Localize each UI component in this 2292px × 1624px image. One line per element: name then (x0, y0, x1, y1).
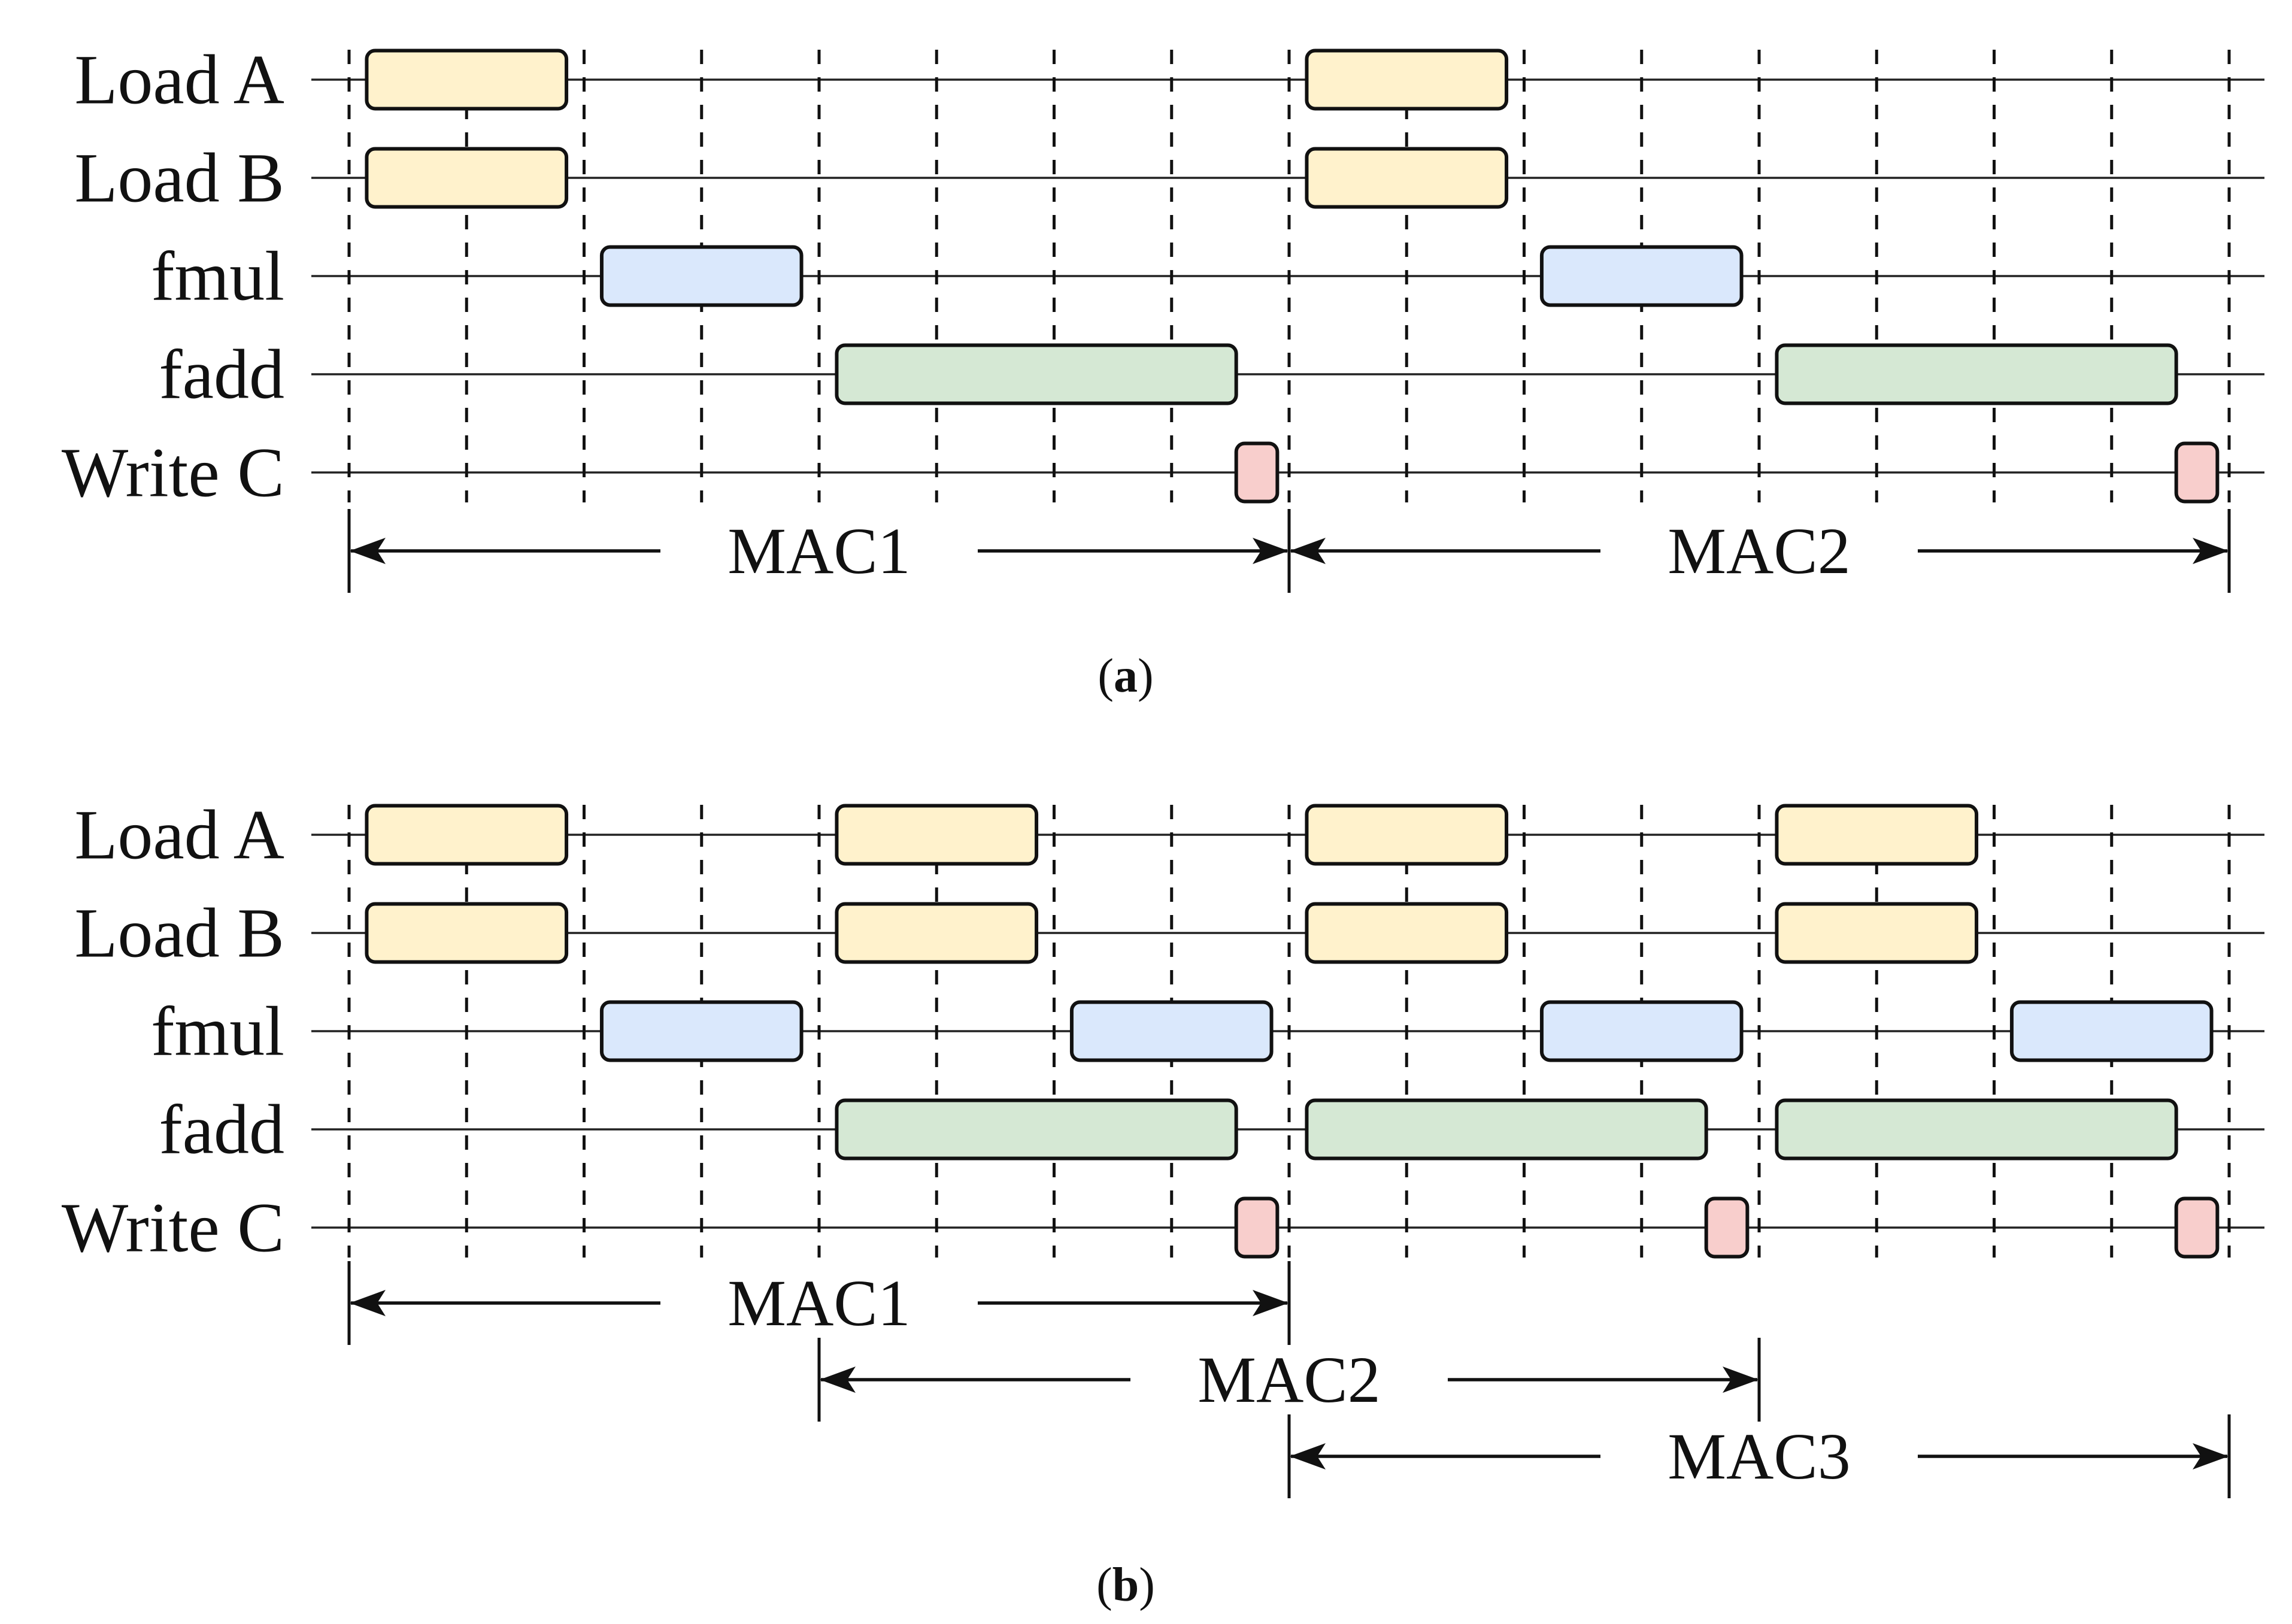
fadd-task-box (1305, 1098, 1708, 1161)
load-task-box (1305, 147, 1509, 209)
write-task-box (1704, 1196, 1750, 1259)
fmul-task-box (1539, 1000, 1744, 1062)
write-task-box (1234, 1196, 1280, 1259)
caption-close-paren: ) (1138, 650, 1154, 702)
load-task-box (365, 147, 569, 209)
load-task-box (1775, 804, 1979, 866)
caption-close-paren: ) (1139, 1559, 1155, 1611)
fmul-task-box (599, 245, 804, 307)
span-mac3: MAC3 (1287, 1414, 2231, 1498)
row-label: Write C (62, 1189, 284, 1267)
load-task-box (365, 49, 569, 111)
span-mac1: MAC1 (347, 1261, 1291, 1345)
fadd-task-box (1775, 343, 2178, 405)
load-task-box (835, 804, 1039, 866)
panel-caption: (b) (1096, 1559, 1155, 1611)
load-task-box (1305, 902, 1509, 964)
caption-open-paren: ( (1098, 650, 1114, 702)
load-task-box (1775, 902, 1979, 964)
load-task-box (365, 804, 569, 866)
span-label: MAC2 (1197, 1343, 1381, 1416)
span-mac2: MAC2 (1287, 509, 2231, 593)
row-label: Load B (74, 139, 284, 217)
row-label: fmul (151, 992, 284, 1071)
fmul-task-box (1069, 1000, 1274, 1062)
fadd-task-box (835, 343, 1238, 405)
panel-caption: (a) (1098, 650, 1153, 702)
write-task-box (2174, 441, 2220, 504)
write-task-box (2174, 1196, 2220, 1259)
row-label: Write C (62, 434, 284, 512)
fmul-task-box (599, 1000, 804, 1062)
span-label: MAC3 (1668, 1420, 1851, 1493)
row-label: Load A (74, 796, 284, 874)
fadd-task-box (835, 1098, 1238, 1161)
row-label: fadd (159, 1090, 284, 1169)
span-label: MAC1 (727, 514, 911, 587)
span-mac2: MAC2 (817, 1338, 1761, 1422)
span-label: MAC2 (1668, 514, 1851, 587)
fadd-task-box (1775, 1098, 2178, 1161)
caption-open-paren: ( (1096, 1559, 1112, 1611)
load-task-box (835, 902, 1039, 964)
write-task-box (1234, 441, 1280, 504)
load-task-box (1305, 804, 1509, 866)
fmul-task-box (1539, 245, 1744, 307)
caption-letter: b (1112, 1559, 1139, 1611)
span-mac1: MAC1 (347, 509, 1291, 593)
row-label: Load B (74, 894, 284, 972)
caption-letter: a (1114, 650, 1138, 702)
span-label: MAC1 (727, 1267, 911, 1340)
load-task-box (365, 902, 569, 964)
row-label: fadd (159, 335, 284, 414)
load-task-box (1305, 49, 1509, 111)
fmul-task-box (2009, 1000, 2214, 1062)
row-label: Load A (74, 41, 284, 119)
row-label: fmul (151, 237, 284, 316)
